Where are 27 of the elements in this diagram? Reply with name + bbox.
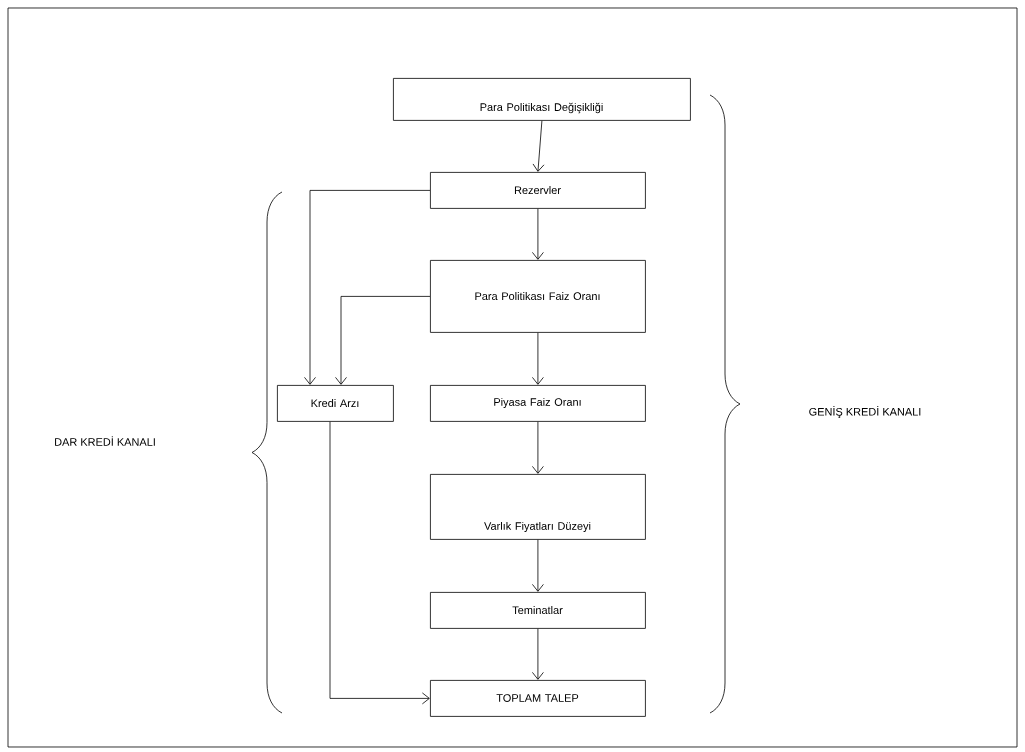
arrow bbox=[532, 421, 544, 474]
process-box bbox=[430, 172, 646, 209]
process-box bbox=[430, 680, 646, 717]
node-label: Piyasa Faiz Oranı bbox=[494, 397, 581, 409]
process-box bbox=[430, 385, 646, 422]
brace-label: DAR KREDİ KANALI bbox=[55, 436, 155, 446]
process-box bbox=[430, 474, 646, 540]
node-label: Kredi Arzı bbox=[311, 398, 359, 408]
node-label: TOPLAM TALEP bbox=[496, 694, 579, 702]
arrow bbox=[532, 208, 544, 260]
process-box bbox=[393, 78, 691, 121]
brace-label: GENİŞ KREDİ KANALI bbox=[809, 406, 921, 418]
node-label: Para Politikası Değişikliği bbox=[480, 102, 603, 114]
arrow bbox=[304, 190, 431, 385]
arrow bbox=[335, 296, 431, 385]
arrow bbox=[532, 120, 545, 172]
process-box bbox=[277, 385, 394, 422]
process-box bbox=[430, 260, 646, 333]
arrow bbox=[532, 539, 544, 592]
process-box bbox=[430, 592, 646, 629]
arrow bbox=[329, 421, 430, 705]
arrow bbox=[532, 628, 544, 680]
node-label: Para Politikası Faiz Oranı bbox=[475, 291, 600, 301]
node-label: Teminatlar bbox=[512, 605, 563, 615]
node-label: Varlık Fiyatları Düzeyi bbox=[484, 521, 591, 533]
arrow bbox=[532, 332, 544, 385]
node-label: Rezervler bbox=[514, 185, 561, 195]
